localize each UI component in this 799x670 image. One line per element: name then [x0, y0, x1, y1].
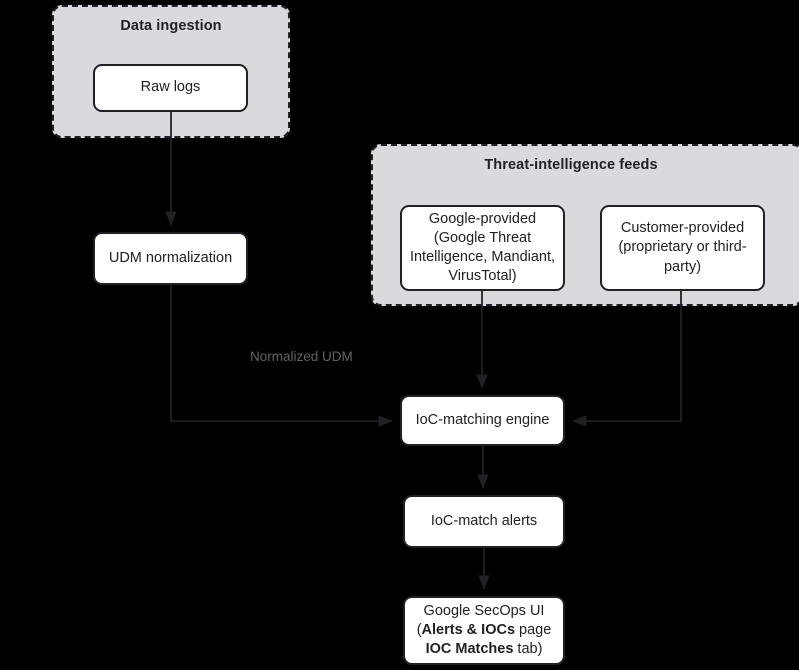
- node-customer-provided-feed-line-3: party): [663, 258, 702, 275]
- node-raw-logs[interactable]: Raw logs: [93, 64, 248, 112]
- node-udm-normalization-label: UDM normalization: [108, 249, 233, 266]
- node-google-provided-feed-line-1: Google-provided: [428, 210, 537, 227]
- node-ioc-match-alerts[interactable]: IoC-match alerts: [403, 495, 565, 548]
- node-google-provided-feed-line-3: Intelligence, Mandiant,: [409, 249, 556, 265]
- node-ioc-matching-engine-label: IoC-matching engine: [415, 411, 550, 428]
- node-google-secops-ui-ioc-matches-tab: IOC Matches: [425, 641, 514, 658]
- node-google-secops-ui-line-2-prefix: (: [416, 621, 422, 638]
- node-customer-provided-feed-line-2: (proprietary or third-: [618, 239, 747, 256]
- node-google-secops-ui-line-1: Google SecOps UI: [423, 602, 545, 619]
- node-ioc-matching-engine[interactable]: IoC-matching engine: [400, 395, 565, 446]
- node-google-secops-ui-alerts-iocs-page: Alerts & IOCs: [421, 621, 516, 638]
- node-google-secops-ui-line-2-suffix: page: [515, 621, 552, 638]
- cluster-data-ingestion-title: Data ingestion: [120, 18, 222, 34]
- cluster-threat-intelligence-feeds-title: Threat-intelligence feeds: [484, 157, 658, 173]
- node-udm-normalization[interactable]: UDM normalization: [93, 232, 248, 285]
- node-raw-logs-label: Raw logs: [140, 79, 201, 96]
- node-google-provided-feed[interactable]: Google-provided (Google Threat Intellige…: [400, 205, 565, 291]
- node-customer-provided-feed-line-1: Customer-provided: [620, 220, 745, 237]
- node-customer-provided-feed-label: Customer-provided (proprietary or third-…: [609, 219, 756, 276]
- node-google-provided-feed-label: Google-provided (Google Threat Intellige…: [409, 210, 556, 287]
- node-google-provided-feed-line-4: VirusTotal): [448, 268, 517, 285]
- edge-customer-feed-to-ioc-matching-engine: [572, 291, 682, 427]
- edge-label-normalized-udm: Normalized UDM: [250, 349, 353, 364]
- node-google-provided-feed-line-2: (Google Threat: [433, 229, 532, 246]
- node-ioc-match-alerts-label: IoC-match alerts: [430, 512, 538, 529]
- node-google-secops-ui-line-3-suffix: tab): [513, 641, 543, 658]
- node-customer-provided-feed[interactable]: Customer-provided (proprietary or third-…: [600, 205, 765, 291]
